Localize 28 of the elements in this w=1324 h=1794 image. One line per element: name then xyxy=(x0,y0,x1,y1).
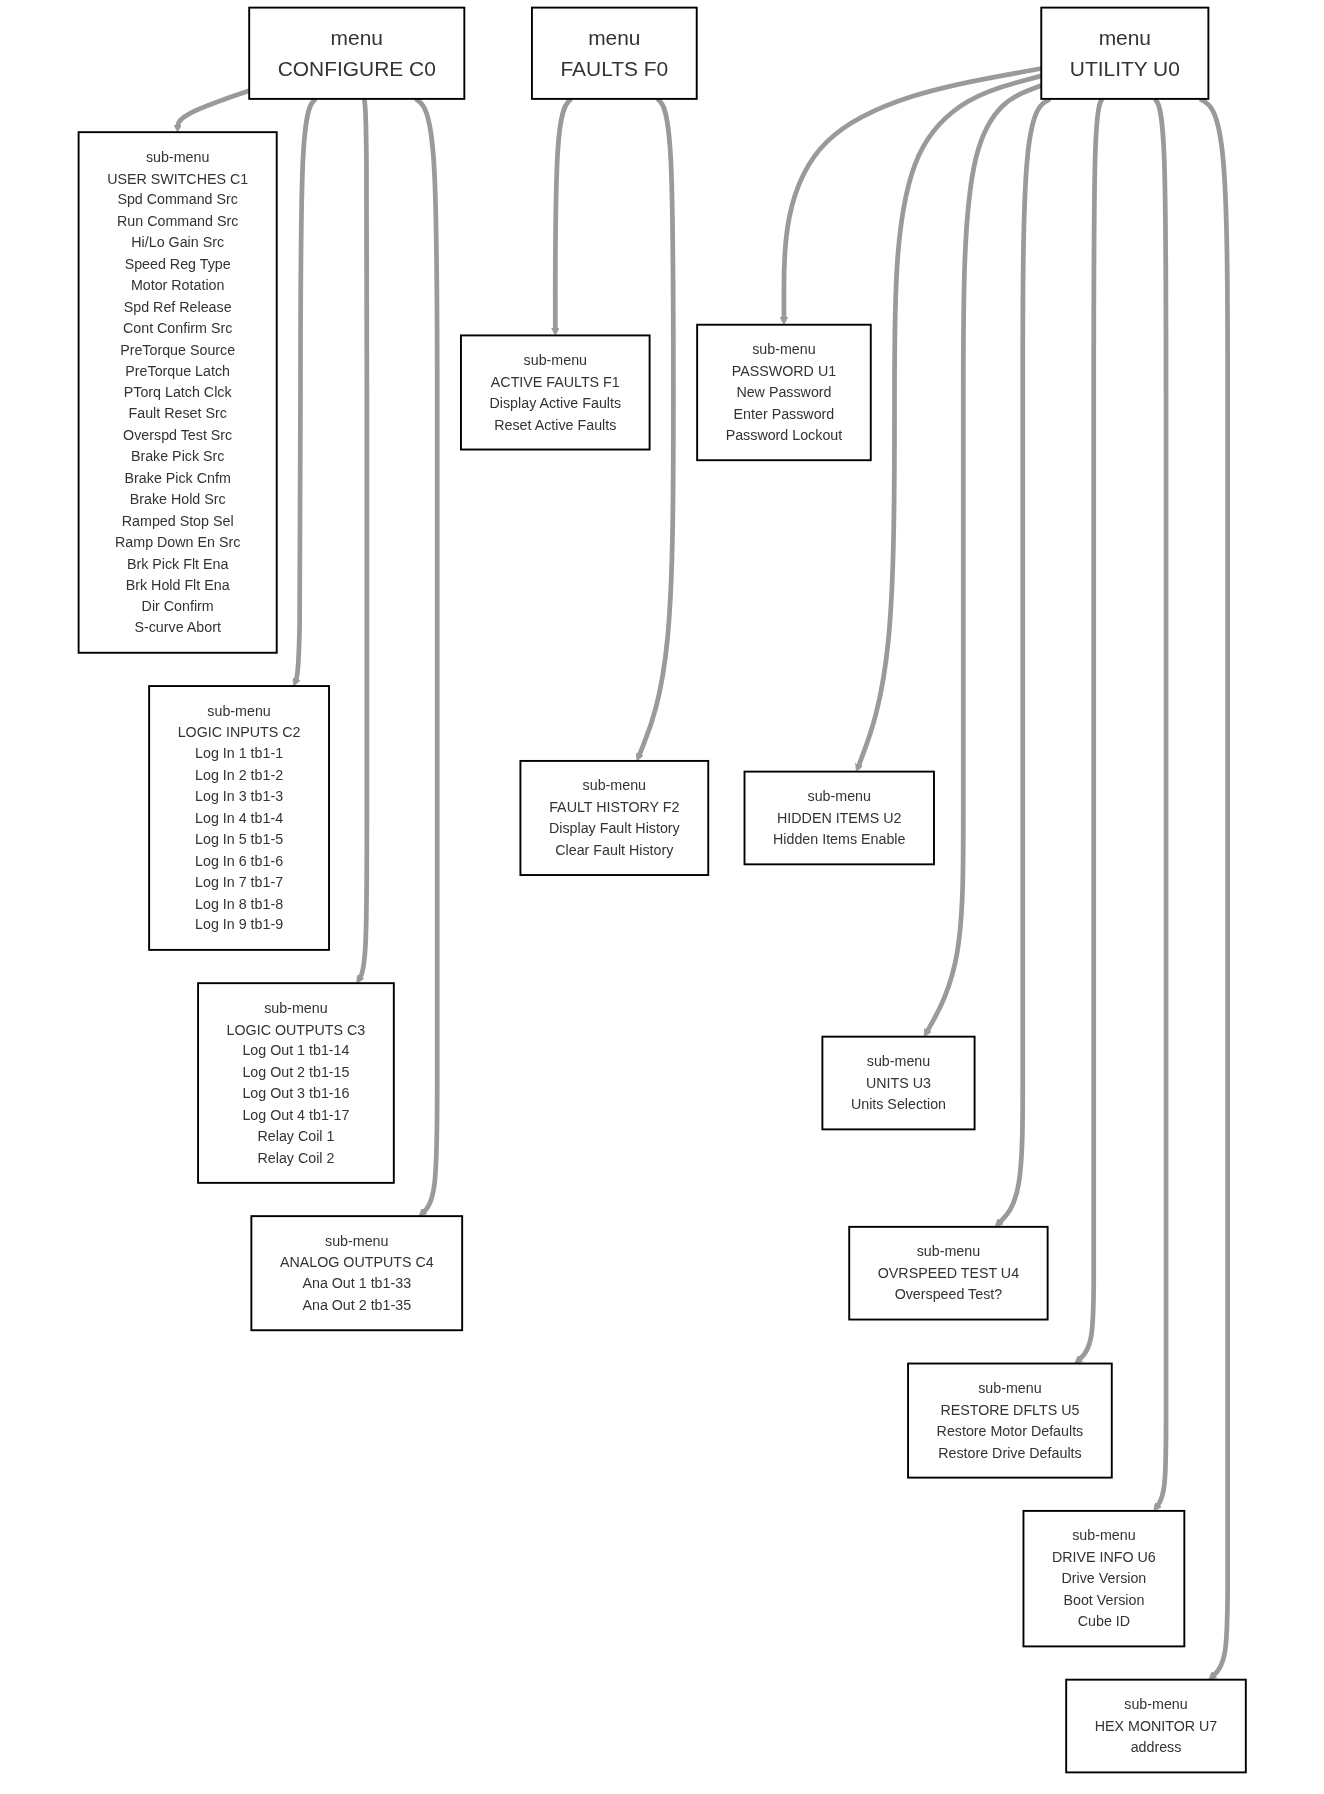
arrow xyxy=(635,97,676,762)
node-box: sub-menu LOGIC INPUTS C2 Log In 1 tb1-1 Log In 2 tb1-2 Log In 3 tb1-3 Log In 4 tb1-4 Log In 5 tb1-5 Log In 6 tb1-6 Log In 7 tb1-7 Log In 8 tb1-8 Log In 9 tb1-9 xyxy=(147,685,330,951)
node-box: menu UTILITY U0 xyxy=(1040,6,1210,100)
node-box: sub-menu LOGIC OUTPUTS C3 Log Out 1 tb1-14 Log Out 2 tb1-15 Log Out 3 tb1-16 Log Out 4 tb1-17 Relay Coil 1 Relay Coil 2 xyxy=(196,982,395,1184)
arrow xyxy=(1074,98,1105,1364)
arrow xyxy=(923,83,1042,1038)
node-box: sub-menu ANALOG OUTPUTS C4 Ana Out 1 tb1-33 Ana Out 2 tb1-35 xyxy=(250,1215,463,1332)
arrow xyxy=(994,97,1052,1228)
node-box: sub-menu RESTORE DFLTS U5 Restore Motor Defaults Restore Drive Defaults xyxy=(906,1362,1113,1479)
node-box: sub-menu OVRSPEED TEST U4 Overspeed Test? xyxy=(848,1225,1049,1321)
arrow xyxy=(356,98,370,984)
node-box: sub-menu USER SWITCHES C1 Spd Command Src Run Command Src Hi/Lo Gain Src Speed Reg Type Motor Rotation Spd Ref Release Cont Confirm Src PreTorque Source PreTorque Latch PTorq Latch Clck Fault Reset Src Overspd Test Src Brake Pick Src Brake Pick Cnfm Brake Hold Src Ramped Stop Sel Ramp Down En Src Brk Pick Flt Ena Brk Hold Flt Ena Dir Confirm S-curve Abort xyxy=(77,131,278,654)
arrow xyxy=(1198,97,1230,1681)
node-box: sub-menu HEX MONITOR U7 address xyxy=(1065,1678,1247,1774)
arrow xyxy=(1152,98,1169,1512)
arrow xyxy=(855,73,1042,772)
node-box: menu FAULTS F0 xyxy=(530,6,698,100)
node-box: sub-menu ACTIVE FAULTS F1 Display Active Faults Reset Active Faults xyxy=(459,334,651,451)
node-box: sub-menu PASSWORD U1 New Password Enter Password Password Lockout xyxy=(695,323,872,462)
node-box: sub-menu HIDDEN ITEMS U2 Hidden Items Enable xyxy=(743,770,935,866)
arrow xyxy=(779,66,1042,326)
arrow xyxy=(550,97,573,336)
node-box: sub-menu UNITS U3 Units Selection xyxy=(821,1035,976,1131)
arrow xyxy=(413,97,440,1217)
node-box: menu CONFIGURE C0 xyxy=(248,6,466,100)
node-box: sub-menu DRIVE INFO U6 Drive Version Boot Version Cube ID xyxy=(1022,1509,1186,1648)
arrow xyxy=(292,97,318,687)
node-box: sub-menu FAULT HISTORY F2 Display Fault History Clear Fault History xyxy=(519,759,709,876)
